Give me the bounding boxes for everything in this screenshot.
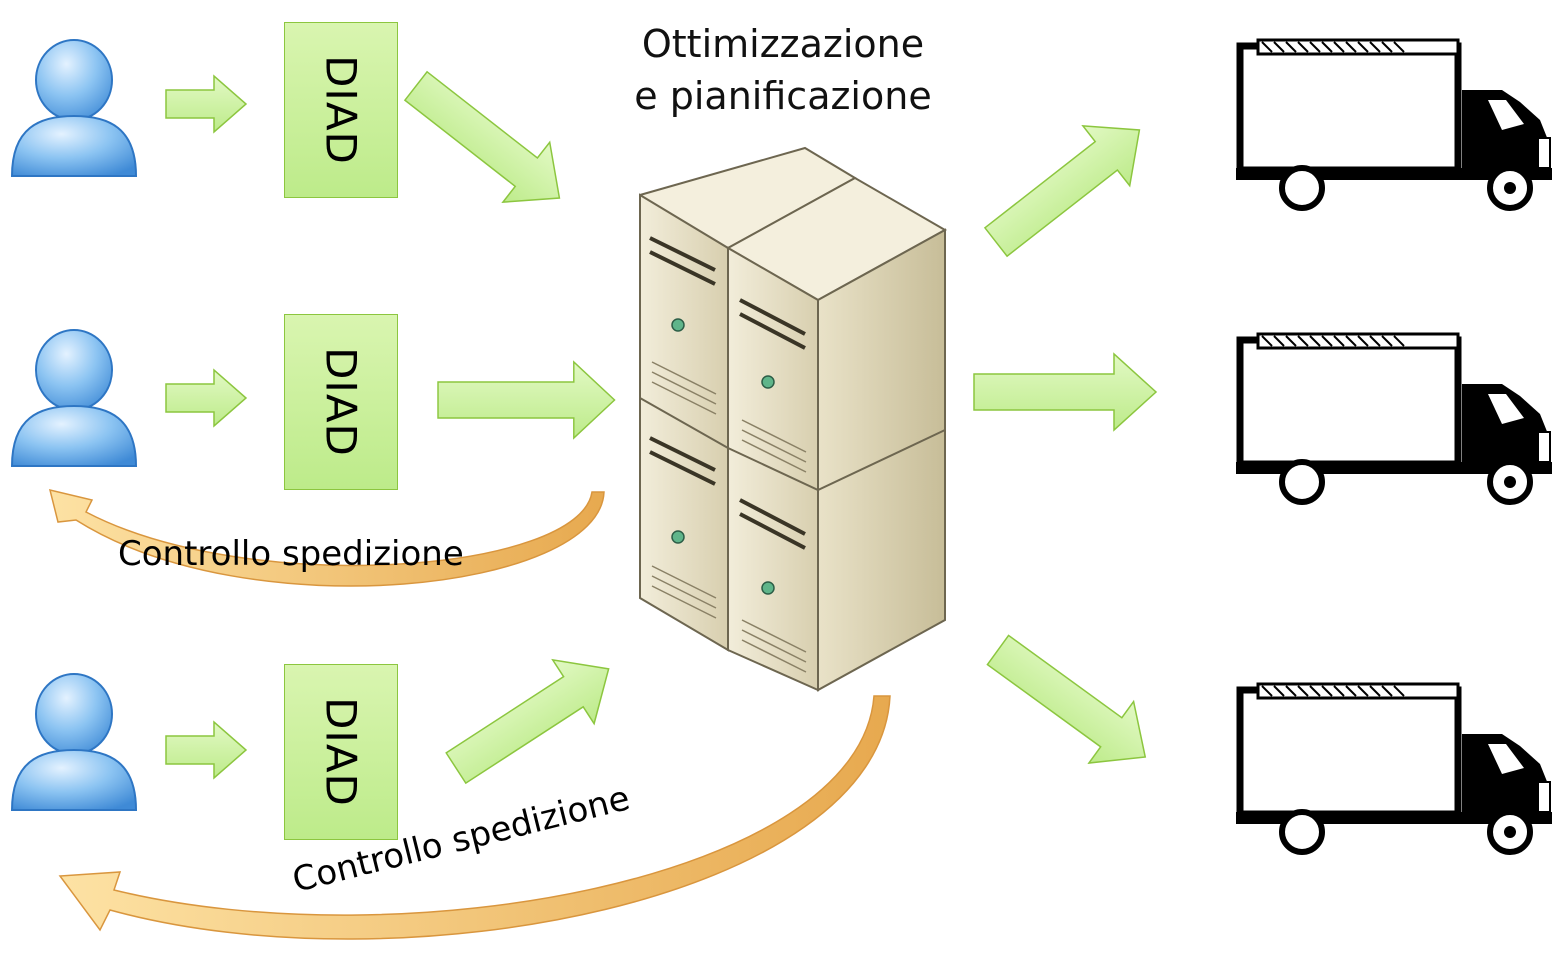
title-line-2: e pianificazione (634, 74, 932, 118)
truck-icon (1236, 40, 1552, 208)
title-line-1: Ottimizzazione (641, 22, 925, 66)
feedback-label-middle: Controllo spedizione (118, 534, 464, 574)
diad-box-1: DIAD (284, 22, 398, 198)
diad-label: DIAD (316, 55, 366, 165)
diagram-title: Ottimizzazione e pianificazione (618, 18, 948, 122)
user-icon (11, 673, 137, 811)
diad-box-2: DIAD (284, 314, 398, 490)
arrow-user-to-diad-2 (165, 369, 247, 427)
diad-box-3: DIAD (284, 664, 398, 840)
arrow-server-to-truck-3 (974, 618, 1169, 789)
diad-label: DIAD (316, 697, 366, 807)
arrow-server-to-truck-2 (973, 353, 1157, 431)
arrow-user-to-diad-3 (165, 721, 247, 779)
truck-icon (1236, 334, 1552, 502)
user-icon (11, 39, 137, 177)
feedback-arrow-middle (48, 488, 605, 587)
arrow-user-to-diad-1 (165, 75, 247, 133)
arrow-server-to-truck-1 (971, 99, 1164, 273)
user-icon (11, 329, 137, 467)
diad-label: DIAD (316, 347, 366, 457)
server-icon (639, 146, 948, 692)
arrow-diad-to-server-3 (434, 636, 631, 801)
feedback-arrow-bottom (58, 695, 891, 940)
arrow-diad-to-server-2 (437, 361, 616, 439)
truck-icon (1236, 684, 1552, 852)
arrow-diad-to-server-1 (391, 55, 584, 229)
